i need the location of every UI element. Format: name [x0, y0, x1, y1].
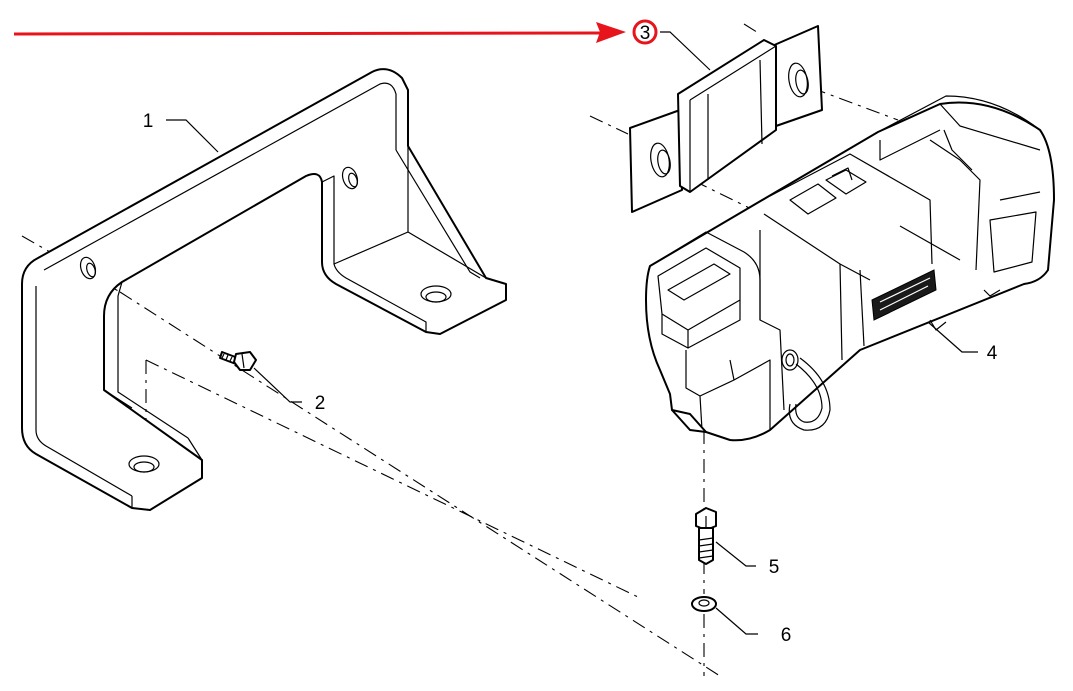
highlight-circle — [632, 19, 658, 45]
leader-5 — [715, 541, 756, 567]
fuse-part-3 — [629, 25, 823, 213]
callout-4: 4 — [987, 343, 998, 364]
leader-1 — [166, 119, 219, 153]
washer-part-6 — [691, 596, 717, 612]
mounting-bracket-part-1 — [21, 68, 507, 511]
leader-3 — [660, 31, 711, 71]
screw-part-2 — [219, 351, 257, 371]
bolt-part-5 — [695, 507, 717, 565]
highlight-arrow — [13, 22, 626, 43]
callout-3: 3 — [640, 23, 651, 44]
callout-leaders — [166, 31, 978, 635]
fuse-holder-part-4 — [645, 95, 1055, 442]
callout-6: 6 — [781, 625, 792, 646]
leader-2 — [253, 367, 302, 403]
callout-1: 1 — [143, 111, 154, 132]
leader-6 — [715, 607, 758, 635]
callout-labels: 1 2 3 4 5 6 — [143, 23, 998, 646]
leader-4 — [927, 321, 978, 353]
callout-5: 5 — [769, 557, 780, 578]
callout-2: 2 — [315, 393, 326, 414]
